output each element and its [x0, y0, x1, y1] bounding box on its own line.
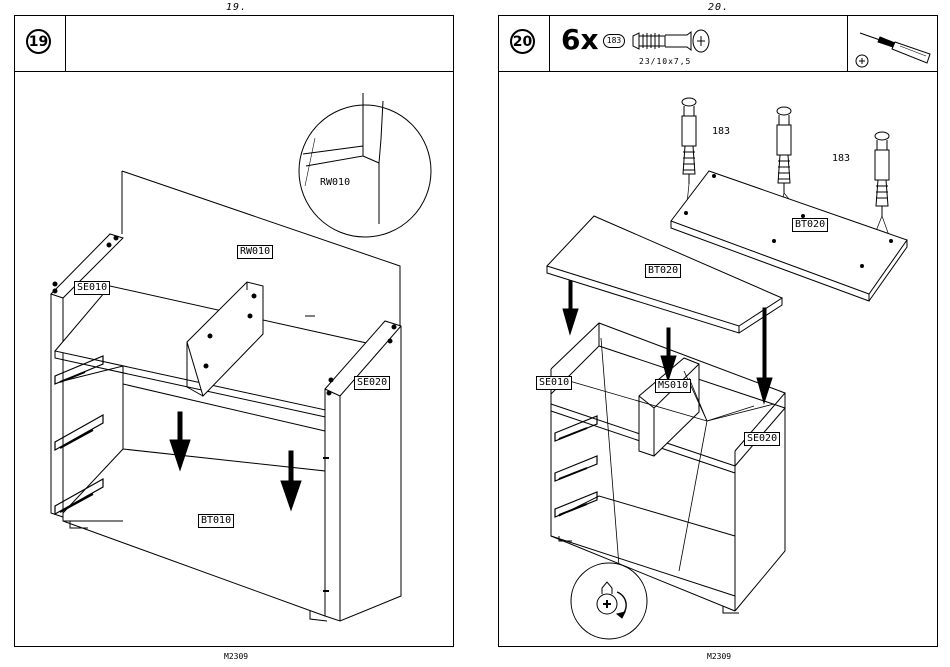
page-number-left: 19. [226, 2, 247, 13]
cam-bolt-1 [682, 98, 696, 184]
part-label-se010: SE010 [536, 376, 572, 390]
part-label-se020: SE020 [354, 376, 390, 390]
drawer-runners [55, 356, 103, 514]
assembly-drawing-step-20 [499, 16, 939, 648]
part-label-bt010: BT010 [198, 514, 234, 528]
part-label-bt020: BT020 [645, 264, 681, 278]
instruction-sheet-right: 20 6x 183 23/10x7,5 [498, 15, 938, 647]
detail-label-rw010: RW010 [320, 177, 350, 188]
part-label-ms010: MS010 [655, 379, 691, 393]
model-number-left: M2309 [224, 652, 248, 661]
detail-zoom-circle [299, 93, 431, 237]
instruction-sheet-left: 19 [14, 15, 454, 647]
model-number-right: M2309 [707, 652, 731, 661]
part-label-bt020-top: BT020 [792, 218, 828, 232]
tightening-detail-circle [571, 563, 647, 639]
cam-bolt-2 [777, 107, 791, 193]
cam-bolt-3 [875, 132, 889, 216]
part-label-se010: SE010 [74, 281, 110, 295]
drawer-runners [555, 416, 597, 517]
page-number-right: 20. [708, 2, 729, 13]
assembly-drawing-step-19 [15, 16, 455, 648]
screw-ref-label-a: 183 [712, 126, 730, 137]
screw-ref-label-b: 183 [832, 153, 850, 164]
part-label-se020: SE020 [744, 432, 780, 446]
part-label-rw010: RW010 [237, 245, 273, 259]
